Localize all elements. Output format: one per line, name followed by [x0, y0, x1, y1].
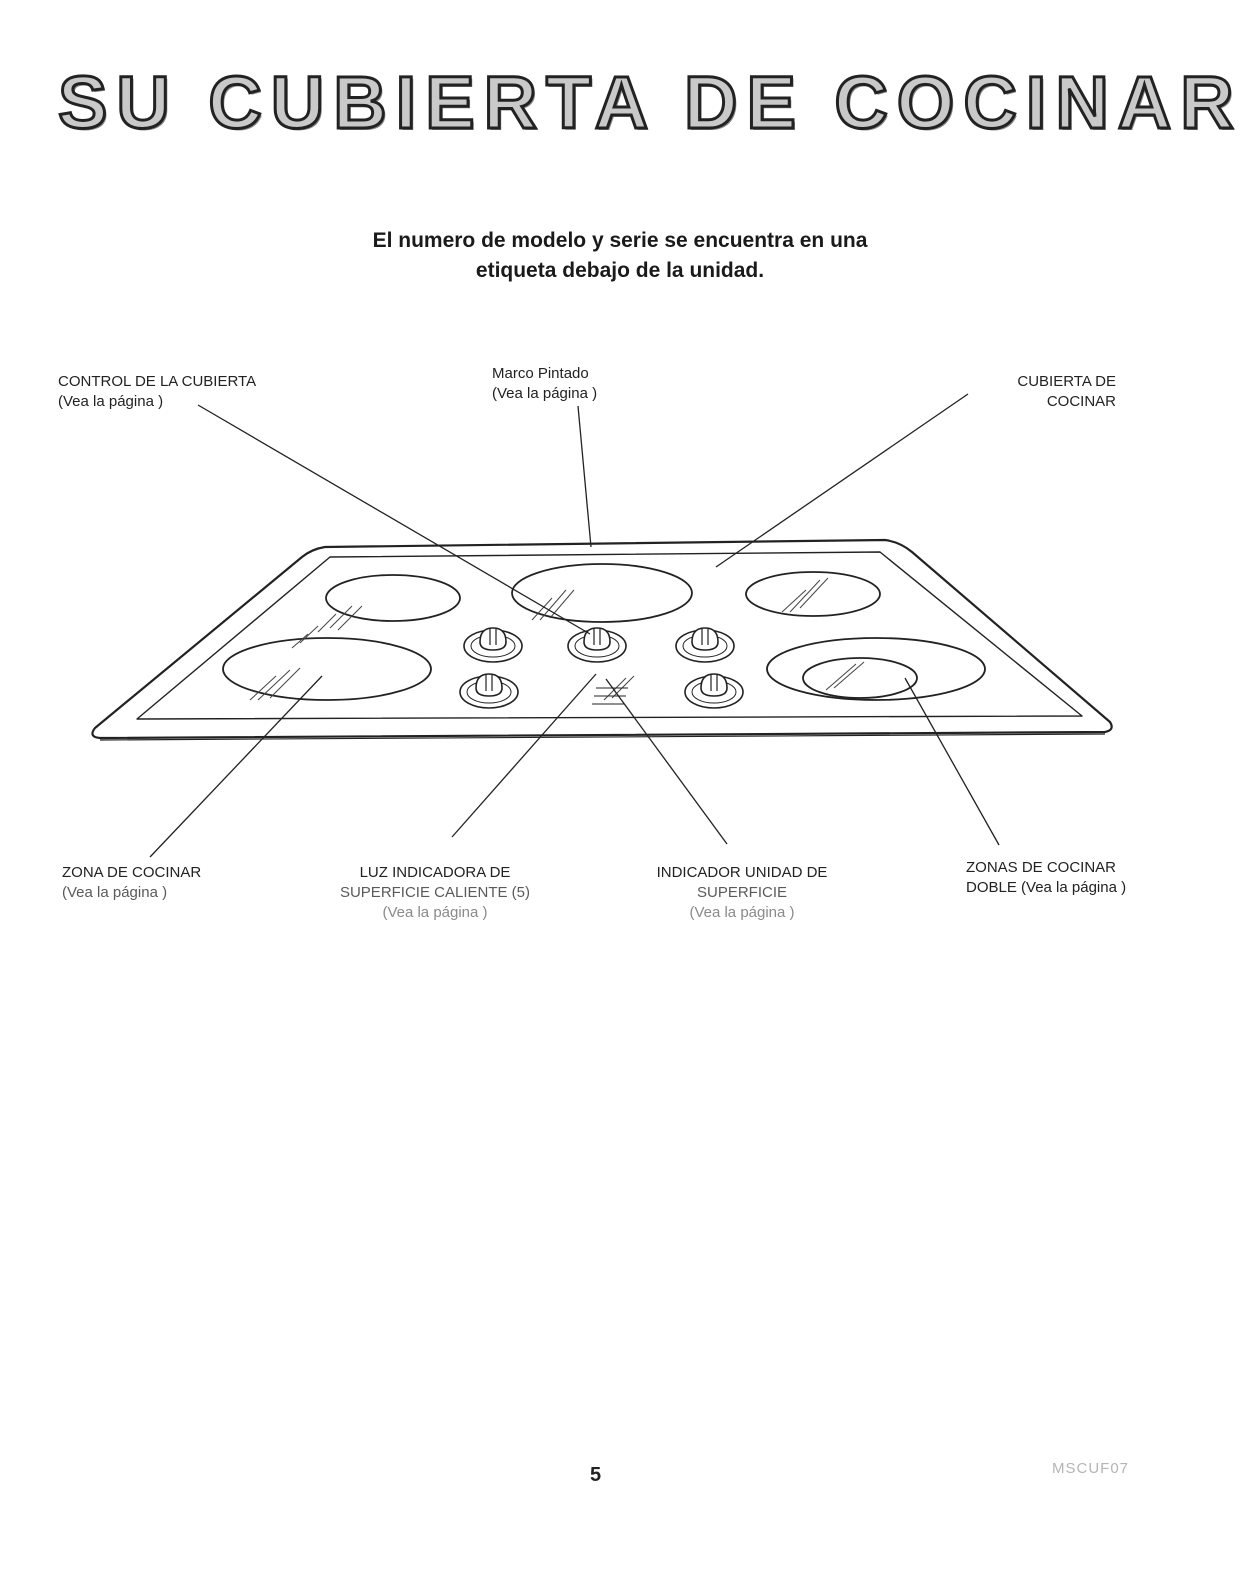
callout-cooking-zone-title: ZONA DE COCINAR — [62, 864, 202, 881]
callout-painted-frame-ref: (Vea la página ) — [492, 385, 598, 402]
model-serial-note: El numero de modelo y serie se encuentra… — [300, 226, 940, 286]
zone-rear-right — [745, 571, 881, 617]
zone-front-right-outer — [766, 637, 986, 701]
callout-hot-surface-light-ref: (Vea la página ) — [382, 904, 488, 921]
glass-reflections — [249, 577, 865, 701]
page-title: SU CUBIERTA DE COCINAR — [57, 61, 1243, 144]
leader-cooktop — [715, 393, 969, 568]
knob-rear-right — [675, 627, 735, 663]
leader-control — [197, 404, 591, 635]
callout-painted-frame: Marco Pintado (Vea la página ) — [492, 364, 597, 404]
callout-hot-surface-light-line-1: LUZ INDICADORA DE — [359, 864, 511, 881]
callout-surface-unit-indicator-line-2: SUPERFICIE — [696, 884, 787, 901]
knob-front-left — [459, 673, 519, 709]
knob-front-right — [684, 673, 744, 709]
page-number: 5 — [590, 1464, 602, 1486]
callout-cooktop-control: CONTROL DE LA CUBIERTA (Vea la página ) — [58, 372, 256, 412]
leader-lines — [149, 393, 1000, 858]
callout-surface-unit-indicator: INDICADOR UNIDAD DE SUPERFICIE (Vea la p… — [628, 863, 856, 923]
zone-front-right-inner — [802, 657, 918, 699]
callout-hot-surface-light-line-2: SUPERFICIE CALIENTE (5) — [339, 884, 531, 901]
zone-rear-left — [325, 574, 461, 622]
knob-rear-left — [463, 627, 523, 663]
callout-dual-cooking-zone: ZONAS DE COCINAR DOBLE (Vea la página ) — [966, 858, 1126, 898]
callout-cooking-zone-ref: (Vea la página ) — [62, 884, 168, 901]
callout-hot-surface-light: LUZ INDICADORA DE SUPERFICIE CALIENTE (5… — [310, 863, 560, 923]
zone-front-left — [222, 637, 432, 701]
callout-dual-cooking-zone-line-2: DOBLE (Vea la página ) — [966, 879, 1127, 896]
callout-cooktop-line-1: CUBIERTA DE — [1017, 373, 1116, 390]
callout-surface-unit-indicator-line-1: INDICADOR UNIDAD DE — [656, 864, 828, 881]
document-code: MSCUF07 — [1052, 1460, 1130, 1477]
cooktop-outer-edge — [91, 538, 1113, 740]
leader-dual-zone — [904, 677, 1000, 846]
leader-hot-light — [451, 673, 597, 838]
callout-cooking-zone: ZONA DE COCINAR (Vea la página ) — [62, 863, 201, 903]
zone-rear-center — [511, 563, 693, 623]
model-note-line-2: etiqueta debajo de la unidad. — [475, 259, 765, 282]
model-note-line-1: El numero de modelo y serie se encuentra… — [372, 229, 868, 252]
control-knobs — [459, 627, 744, 709]
callout-cooktop-line-2: COCINAR — [1046, 393, 1116, 410]
knob-rear-center — [567, 627, 627, 663]
leader-frame — [577, 405, 592, 548]
leader-zone — [149, 675, 323, 858]
callout-surface-unit-indicator-ref: (Vea la página ) — [689, 904, 795, 921]
cooking-zones — [222, 563, 986, 701]
callout-painted-frame-title: Marco Pintado — [492, 365, 589, 382]
callout-cooktop-control-ref: (Vea la página ) — [58, 393, 164, 410]
callout-cooktop-control-title: CONTROL DE LA CUBIERTA — [58, 373, 257, 390]
callout-dual-cooking-zone-line-1: ZONAS DE COCINAR — [966, 859, 1117, 876]
painted-frame-inner-edge — [136, 551, 1083, 720]
leader-unit-indicator — [605, 678, 728, 845]
callout-cooktop: CUBIERTA DE COCINAR — [960, 372, 1116, 412]
